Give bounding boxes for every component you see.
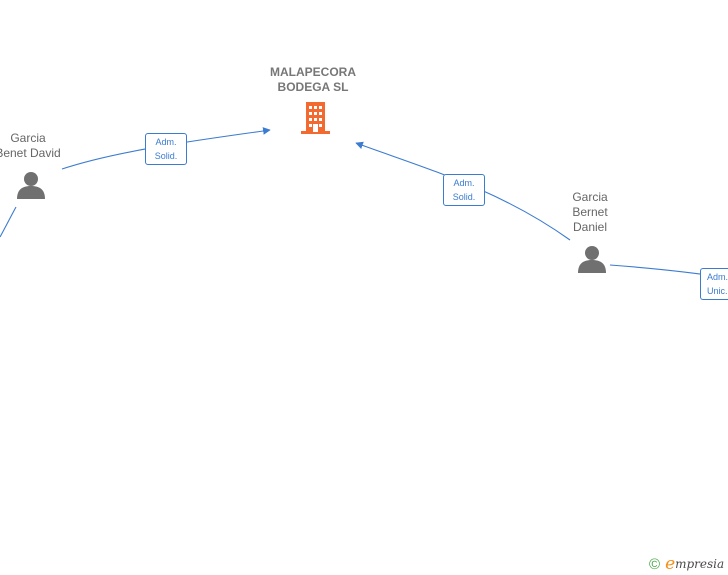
person-label-line: Bernet (572, 205, 608, 219)
edge-label-line1: Adm. (707, 272, 728, 282)
building-icon[interactable] (301, 102, 330, 134)
person-label-david[interactable]: Garcia Benet David (0, 131, 78, 161)
edge-label-line2: Solid. (154, 151, 178, 161)
brand-name: mpresia (675, 557, 725, 571)
person-label-line: Garcia (10, 131, 46, 145)
edge-label-line2: Solid. (452, 192, 476, 202)
empresia-logo: © e mpresia (649, 554, 724, 574)
edge-label-daniel-offscreen[interactable]: Adm. Unic. (700, 268, 728, 300)
company-name-label[interactable]: MALAPECORA BODEGA SL (258, 65, 368, 95)
edge-line-david-offscreen (0, 206, 17, 238)
edge-label-line2: Unic. (707, 286, 728, 296)
company-name-line1: MALAPECORA (270, 65, 356, 79)
person-label-line: Benet David (0, 146, 61, 160)
edge-label-line1: Adm. (453, 178, 475, 188)
person-label-line: Garcia (572, 190, 608, 204)
brand-initial: e (665, 554, 676, 574)
person-label-daniel[interactable]: Garcia Bernet Daniel (554, 190, 626, 235)
copyright-icon: © (649, 555, 661, 573)
person-icon-daniel[interactable] (578, 246, 606, 273)
company-name-line2: BODEGA SL (277, 80, 349, 94)
person-icon-david[interactable] (17, 172, 45, 199)
edge-label-david-company[interactable]: Adm. Solid. (145, 133, 187, 165)
edge-label-line1: Adm. (155, 137, 177, 147)
edge-label-daniel-company[interactable]: Adm. Solid. (443, 174, 485, 206)
person-label-line: Daniel (572, 220, 608, 234)
